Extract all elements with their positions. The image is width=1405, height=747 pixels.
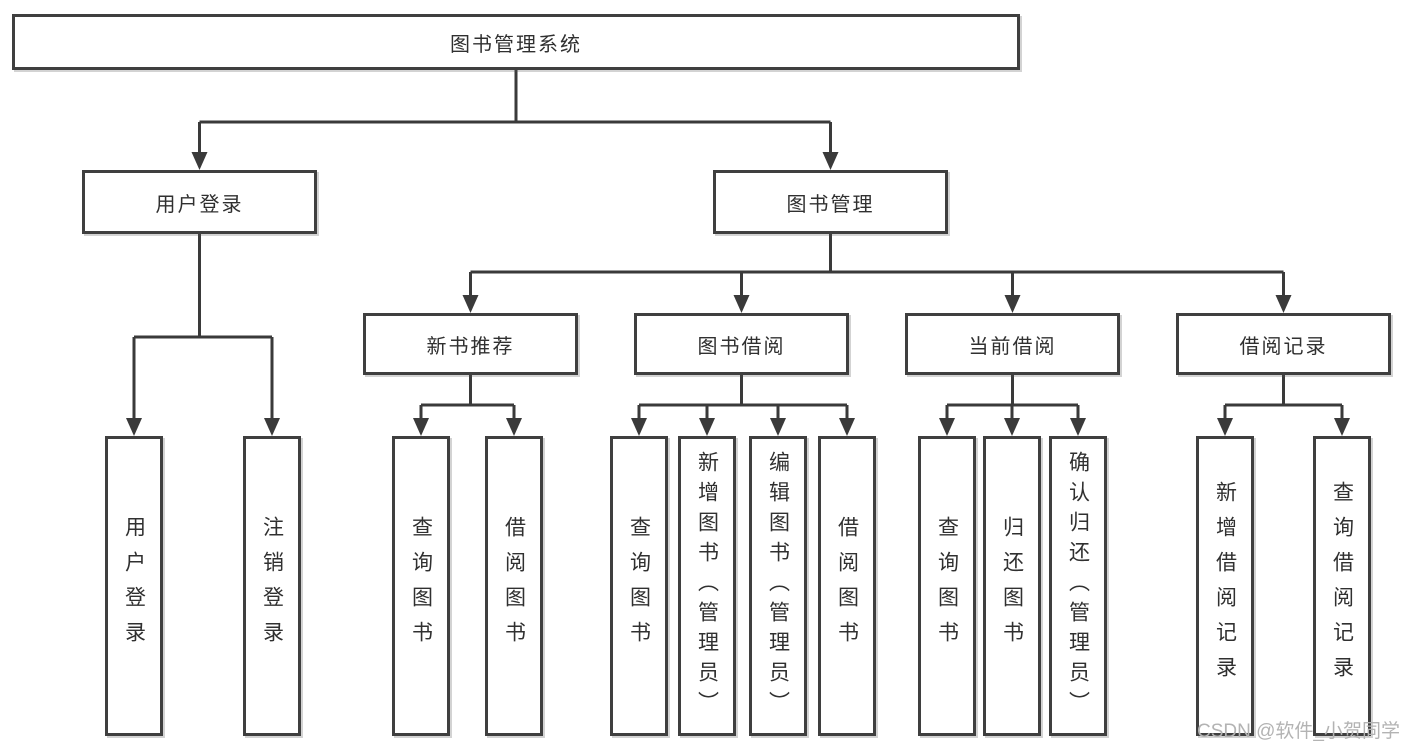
leaf-return-books: 归还图书: [983, 436, 1041, 736]
node-label: 归还图书: [1000, 516, 1024, 656]
node-book-management: 图书管理: [713, 170, 948, 234]
leaf-query-books-recommend: 查询图书: [392, 436, 450, 736]
leaf-add-books-admin: 新增图书（管理员）: [678, 436, 736, 736]
node-label: 借阅图书: [502, 516, 526, 656]
node-label: 图书借阅: [697, 335, 786, 358]
node-book-borrowing: 图书借阅: [634, 313, 849, 375]
node-label: 确认归还（管理员）: [1066, 451, 1090, 721]
node-label: 注销登录: [260, 516, 284, 656]
node-borrowing-records: 借阅记录: [1176, 313, 1391, 375]
node-label: 借阅图书: [835, 516, 859, 656]
node-new-book-recommend: 新书推荐: [363, 313, 578, 375]
node-label: 图书管理: [786, 193, 875, 216]
node-label: 用户登录: [122, 516, 146, 656]
node-system-root: 图书管理系统: [12, 14, 1020, 70]
leaf-query-borrow-record: 查询借阅记录: [1313, 436, 1371, 736]
arrowheads: [126, 152, 1350, 436]
leaf-user-login: 用户登录: [105, 436, 163, 736]
node-label: 新增图书（管理员）: [695, 451, 719, 721]
node-label: 查询图书: [627, 516, 651, 656]
node-label: 用户登录: [155, 193, 244, 216]
node-user-login: 用户登录: [82, 170, 317, 234]
leaf-edit-books-admin: 编辑图书（管理员）: [749, 436, 807, 736]
leaf-borrow-books-borrowing: 借阅图书: [818, 436, 876, 736]
node-current-borrowing: 当前借阅: [905, 313, 1120, 375]
leaf-add-borrow-record: 新增借阅记录: [1196, 436, 1254, 736]
node-label: 新书推荐: [426, 335, 515, 358]
leaf-borrow-books-recommend: 借阅图书: [485, 436, 543, 736]
csdn-watermark: CSDN @软件_小贺同学: [1197, 721, 1400, 742]
node-label: 查询图书: [935, 516, 959, 656]
node-label: 查询借阅记录: [1330, 481, 1354, 691]
node-label: 当前借阅: [968, 335, 1057, 358]
node-label: 借阅记录: [1239, 335, 1328, 358]
node-label: 编辑图书（管理员）: [766, 451, 790, 721]
leaf-query-books-current: 查询图书: [918, 436, 976, 736]
node-label: 图书管理系统: [450, 33, 582, 56]
node-label: 新增借阅记录: [1213, 481, 1237, 691]
leaf-query-books-borrowing: 查询图书: [610, 436, 668, 736]
leaf-logout: 注销登录: [243, 436, 301, 736]
leaf-confirm-return-admin: 确认归还（管理员）: [1049, 436, 1107, 736]
node-label: 查询图书: [409, 516, 433, 656]
